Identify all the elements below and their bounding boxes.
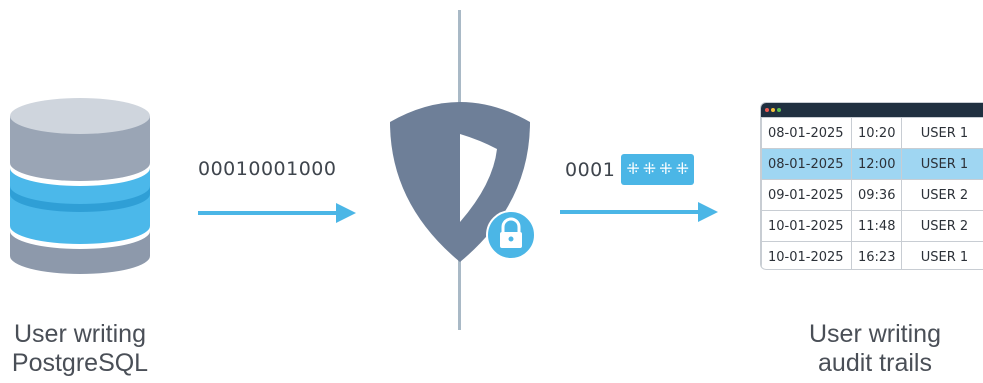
user-cell: USER 2 xyxy=(901,210,983,242)
arrow-right-icon xyxy=(198,203,356,223)
window-maximize-dot xyxy=(777,108,781,112)
time-cell: 10:20 xyxy=(850,117,903,149)
database-icon xyxy=(10,98,150,274)
date-cell: 09-01-2025 xyxy=(761,179,852,211)
mask-glyph: ⁜ xyxy=(642,160,657,178)
window-close-dot xyxy=(765,108,769,112)
right-caption: User writing audit trails xyxy=(790,320,960,378)
mask-glyph: ⁜ xyxy=(626,160,640,178)
date-cell: 08-01-2025 xyxy=(761,117,852,149)
right-caption-line2: audit trails xyxy=(818,349,932,377)
left-caption-line1: User writing xyxy=(14,320,146,348)
binary-stream-label: 00010001000 xyxy=(198,158,337,180)
masked-stream-hidden: ⁜ ⁜ ⁜ ⁜ xyxy=(621,154,694,185)
time-cell: 16:23 xyxy=(850,241,903,269)
masked-stream: 0001 ⁜ ⁜ ⁜ ⁜ xyxy=(565,154,694,185)
date-cell: 08-01-2025 xyxy=(761,148,852,180)
time-cell: 09:36 xyxy=(850,179,903,211)
arrow-right-icon xyxy=(560,202,718,222)
window-minimize-dot xyxy=(771,108,775,112)
user-cell: USER 1 xyxy=(901,148,983,180)
date-cell: 10-01-2025 xyxy=(761,210,852,242)
mask-glyph: ⁜ xyxy=(659,160,673,178)
left-caption: User writing PostgreSQL xyxy=(0,320,160,378)
user-cell: USER 1 xyxy=(901,241,983,269)
window-title-bar xyxy=(761,103,983,117)
user-cell: USER 1 xyxy=(901,117,983,149)
date-cell: 10-01-2025 xyxy=(761,241,852,269)
lock-icon xyxy=(486,210,536,260)
mask-glyph: ⁜ xyxy=(675,160,689,178)
user-cell: USER 2 xyxy=(901,179,983,211)
masked-stream-visible: 0001 xyxy=(565,158,616,181)
left-caption-line2: PostgreSQL xyxy=(11,349,149,377)
time-cell: 11:48 xyxy=(850,210,903,242)
right-caption-line1: User writing xyxy=(809,320,941,348)
time-cell: 12:00 xyxy=(850,148,903,180)
